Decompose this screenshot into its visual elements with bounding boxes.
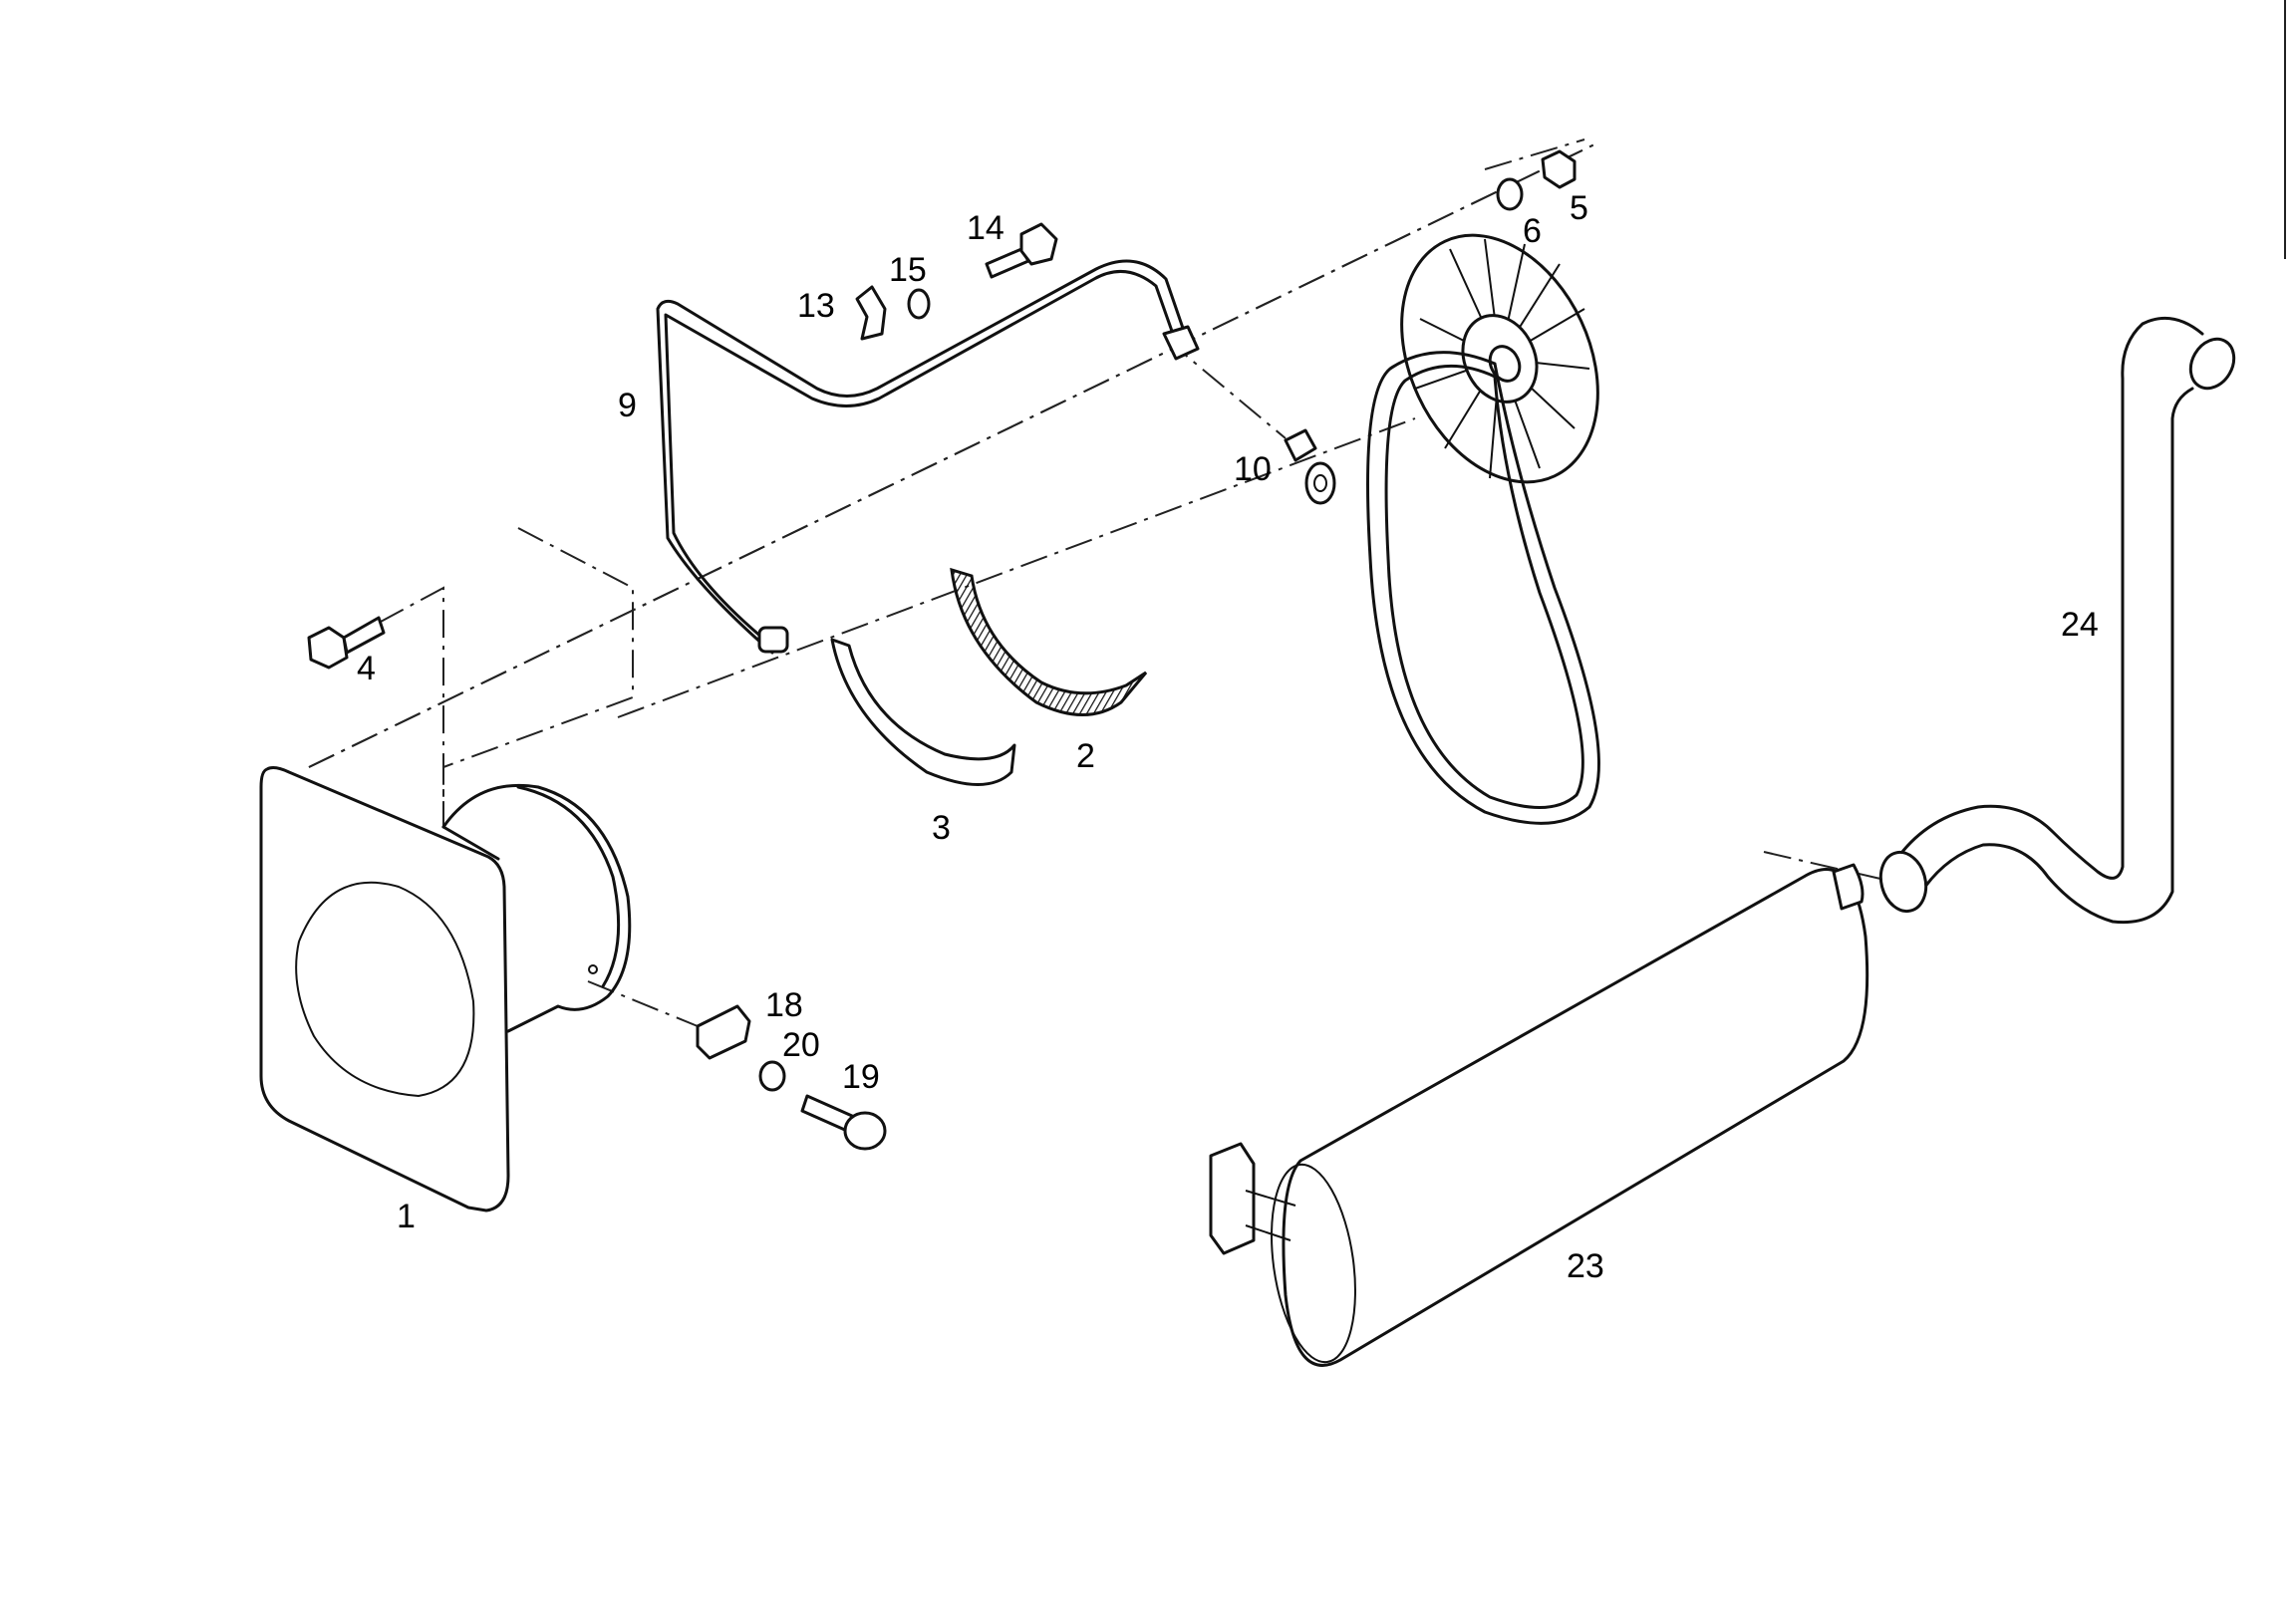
callout-2: 2 — [1076, 737, 1095, 775]
tail-pipe — [1878, 316, 2236, 925]
callout-labels: 1 2 3 4 5 6 9 10 13 14 15 18 19 20 23 24 — [357, 189, 2099, 1285]
callout-20: 20 — [782, 1026, 820, 1064]
washer-15 — [907, 288, 931, 320]
callout-4: 4 — [357, 650, 376, 687]
callout-10: 10 — [1234, 450, 1272, 488]
clamp-band-with-lining — [950, 567, 1148, 716]
muffler — [1209, 863, 1869, 1367]
callout-1: 1 — [397, 1198, 416, 1235]
v-belt — [1366, 351, 1600, 825]
pipe-line — [656, 259, 1200, 655]
assembly-centerlines — [308, 138, 1894, 1027]
bracket-clip-18 — [696, 1004, 751, 1060]
washer-20 — [758, 1060, 786, 1092]
callout-3: 3 — [932, 809, 951, 847]
callout-24: 24 — [2061, 606, 2099, 644]
bolt-4 — [307, 616, 386, 670]
clamp-band — [830, 638, 1016, 786]
heat-exchanger-housing — [259, 766, 632, 1213]
washer-6 — [1496, 177, 1524, 211]
screw-14 — [985, 222, 1058, 279]
nut-5 — [1541, 149, 1577, 189]
callout-14: 14 — [967, 209, 1004, 247]
callout-9: 9 — [618, 387, 637, 424]
banjo-fitting — [1284, 428, 1336, 505]
callout-19: 19 — [842, 1058, 880, 1096]
fan-pulley — [1400, 233, 1599, 484]
callout-5: 5 — [1570, 189, 1588, 227]
callout-15: 15 — [889, 251, 927, 289]
callout-6: 6 — [1523, 212, 1542, 250]
callout-13: 13 — [797, 287, 835, 325]
clip-13 — [855, 285, 887, 341]
callout-23: 23 — [1567, 1247, 1604, 1285]
callout-18: 18 — [765, 986, 803, 1024]
bolt-19 — [800, 1094, 887, 1151]
